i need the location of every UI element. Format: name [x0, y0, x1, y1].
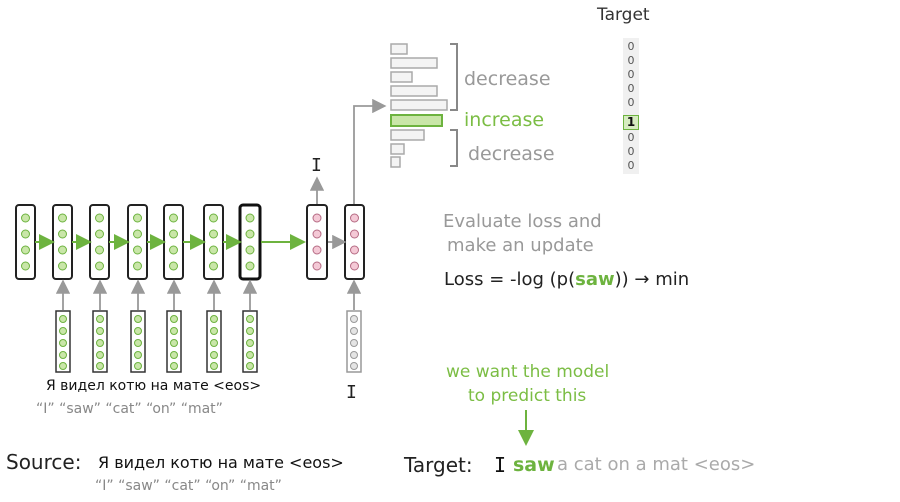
encoder-state [127, 204, 148, 280]
want-line-2: to predict this [468, 386, 587, 406]
target-current-token: saw [513, 454, 555, 476]
bracket-top [450, 43, 458, 111]
encoder-input-arrows [55, 279, 258, 310]
decoder-state [306, 204, 328, 280]
decoder-output-token: I [311, 155, 322, 176]
onehot-value: 0 [627, 68, 635, 81]
target-first-token: I [494, 453, 507, 477]
prob-bar [390, 71, 413, 83]
encoder-source-translation: “I” “saw” “cat” “on” “mat” [36, 401, 223, 417]
prob-bar [390, 85, 438, 97]
encoder-embeddings [55, 310, 258, 373]
onehot-value: 0 [627, 159, 635, 172]
encoder-embedding [55, 310, 71, 373]
decoder-input-token: I [346, 382, 357, 403]
bracket-bottom [450, 129, 458, 167]
prob-bar [390, 143, 405, 155]
decoder-embedding [346, 310, 362, 373]
target-label: Target: [404, 453, 473, 477]
target-onehot-vector: 0 0 0 0 0 1 0 0 0 [623, 38, 639, 174]
label-decrease-top: decrease [464, 68, 551, 90]
encoder-embedding [92, 310, 108, 373]
encoder-state [89, 204, 110, 280]
source-label: Source: [6, 450, 82, 474]
source-text: Я видел котю на мате <eos> [98, 453, 344, 472]
encoder-source-tokens: Я видел котю на мате <eos> [46, 378, 262, 394]
label-decrease-bottom: decrease [468, 143, 555, 165]
decoder-arrows [309, 98, 387, 310]
encoder-embedding [166, 310, 182, 373]
probability-distribution [390, 43, 448, 168]
source-translation: “I” “saw” “cat” “on” “mat” [95, 478, 282, 494]
prob-bar [390, 99, 448, 111]
onehot-value: 0 [627, 54, 635, 67]
decoder-state [344, 204, 365, 280]
encoder-embedding [206, 310, 222, 373]
onehot-value: 0 [627, 96, 635, 109]
target-remaining-tokens: a cat on a mat <eos> [557, 454, 756, 475]
evaluate-line-2: make an update [447, 235, 594, 256]
onehot-value: 0 [627, 131, 635, 144]
encoder-state [15, 204, 36, 280]
onehot-value: 0 [627, 40, 635, 53]
prob-bar [390, 43, 408, 55]
encoder-state [203, 204, 224, 280]
prob-bar [390, 129, 425, 141]
loss-word: saw [575, 269, 615, 290]
label-increase: increase [464, 109, 545, 131]
loss-formula: Loss = -log (p(saw)) → min [444, 271, 689, 289]
brackets [450, 43, 458, 167]
encoder-state [52, 204, 73, 280]
prob-bar [390, 57, 438, 69]
encoder-embedding [130, 310, 146, 373]
prob-bar-target [390, 114, 443, 127]
loss-prefix: Loss = -log (p( [444, 269, 576, 290]
onehot-value: 0 [627, 145, 635, 158]
encoder-state [163, 204, 184, 280]
decoder-states [306, 204, 365, 280]
onehot-value: 0 [627, 82, 635, 95]
loss-suffix: )) → min [614, 269, 690, 290]
prob-bar [390, 156, 401, 168]
want-line-1: we want the model [446, 362, 610, 382]
target-header: Target [597, 5, 650, 25]
onehot-value-hot: 1 [623, 115, 639, 130]
evaluate-line-1: Evaluate loss and [443, 211, 602, 232]
encoder-final-state [238, 203, 262, 281]
encoder-embedding [242, 310, 258, 373]
